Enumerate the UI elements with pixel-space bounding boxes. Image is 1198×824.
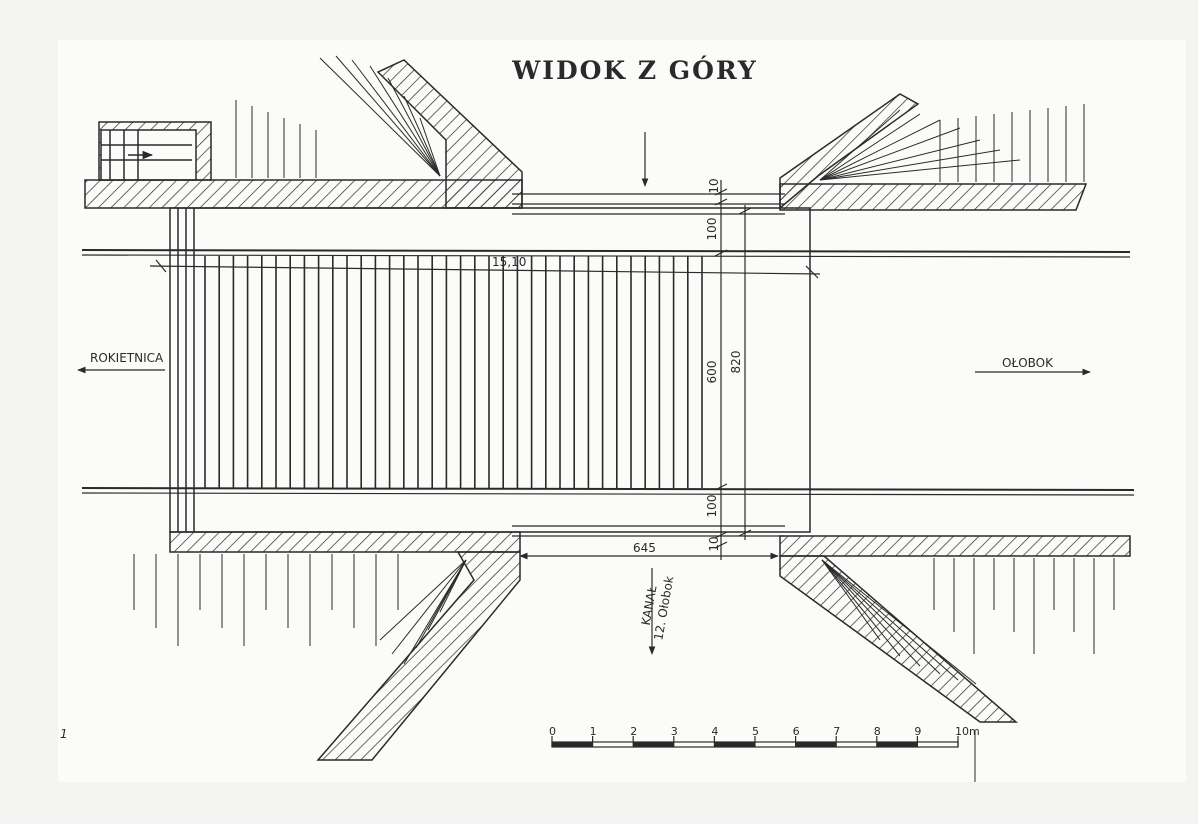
- bank-stroke: [819, 159, 1021, 181]
- edge-top-label: 10: [707, 178, 721, 194]
- page-marker: 1: [60, 727, 68, 741]
- scale-segment: [795, 742, 837, 747]
- scale-segment: [876, 742, 918, 747]
- scale-tick-label: 9: [914, 725, 922, 738]
- bank-stroke: [821, 559, 959, 681]
- band-top-label: 100: [705, 217, 719, 241]
- length-dimension-label: 15,10: [492, 255, 527, 269]
- bottom-rail: [81, 487, 1135, 491]
- length-dimension-line: [149, 265, 821, 275]
- top-rail: [81, 249, 1131, 253]
- bottom-right-wall: [779, 535, 1131, 557]
- bridge-deck-outline: [169, 207, 811, 533]
- bank-stroke: [387, 77, 441, 177]
- opening-dimension-label: 645: [633, 541, 656, 555]
- bottom-right-wing-wall: [779, 555, 1019, 723]
- scale-tick-label: 5: [752, 725, 759, 738]
- band-bottom-label: 100: [705, 494, 719, 518]
- bank-stroke: [821, 559, 921, 667]
- embankment-strokes: [133, 55, 1115, 685]
- bank-stroke: [369, 65, 441, 177]
- scale-bar: [551, 736, 959, 748]
- paper-sheet: [58, 40, 1186, 782]
- scale-tick-label: 0: [549, 725, 556, 738]
- scale-segment: [714, 742, 755, 747]
- inner-width-label: 600: [705, 360, 719, 384]
- bank-stroke: [335, 55, 441, 177]
- bottom-left-wing-wall: [316, 551, 521, 761]
- drawing-title: WIDOK Z GÓRY: [512, 56, 758, 85]
- bank-stroke: [821, 559, 977, 685]
- bank-stroke: [819, 113, 921, 181]
- scale-segment: [552, 742, 593, 747]
- bank-stroke: [319, 57, 441, 177]
- bank-stroke: [819, 119, 941, 181]
- bank-stroke: [819, 127, 961, 181]
- bank-stroke: [351, 59, 441, 177]
- scale-tick-label: 4: [711, 725, 719, 738]
- top-right-wall: [779, 183, 1088, 211]
- scale-tick-label: 10m: [955, 725, 980, 738]
- bank-stroke: [391, 559, 467, 655]
- scale-segment: [633, 742, 674, 747]
- bank-stroke: [821, 559, 941, 675]
- bank-stroke: [819, 139, 981, 181]
- bank-stroke: [821, 559, 901, 657]
- bank-stroke: [819, 149, 1001, 181]
- scale-tick-label: 2: [630, 725, 638, 738]
- bank-stroke: [403, 95, 441, 177]
- scale-tick-label: 1: [589, 725, 597, 738]
- right-direction-label: OŁOBOK: [1002, 356, 1053, 370]
- bottom-left-wall: [169, 531, 521, 553]
- edge-bottom-label: 10: [707, 536, 721, 552]
- scale-tick-label: 6: [792, 725, 800, 738]
- deck-planks: [204, 256, 703, 488]
- bank-stroke: [821, 559, 881, 641]
- bank-stroke: [419, 117, 441, 177]
- bank-stroke: [379, 559, 467, 641]
- scale-tick-label: 8: [873, 725, 881, 738]
- bank-stroke: [819, 109, 901, 181]
- bank-stroke: [439, 559, 467, 613]
- scale-tick-label: 3: [670, 725, 678, 738]
- total-width-label: 820: [729, 350, 743, 374]
- left-direction-label: ROKIETNICA: [90, 351, 164, 365]
- scale-tick-label: 7: [833, 725, 841, 738]
